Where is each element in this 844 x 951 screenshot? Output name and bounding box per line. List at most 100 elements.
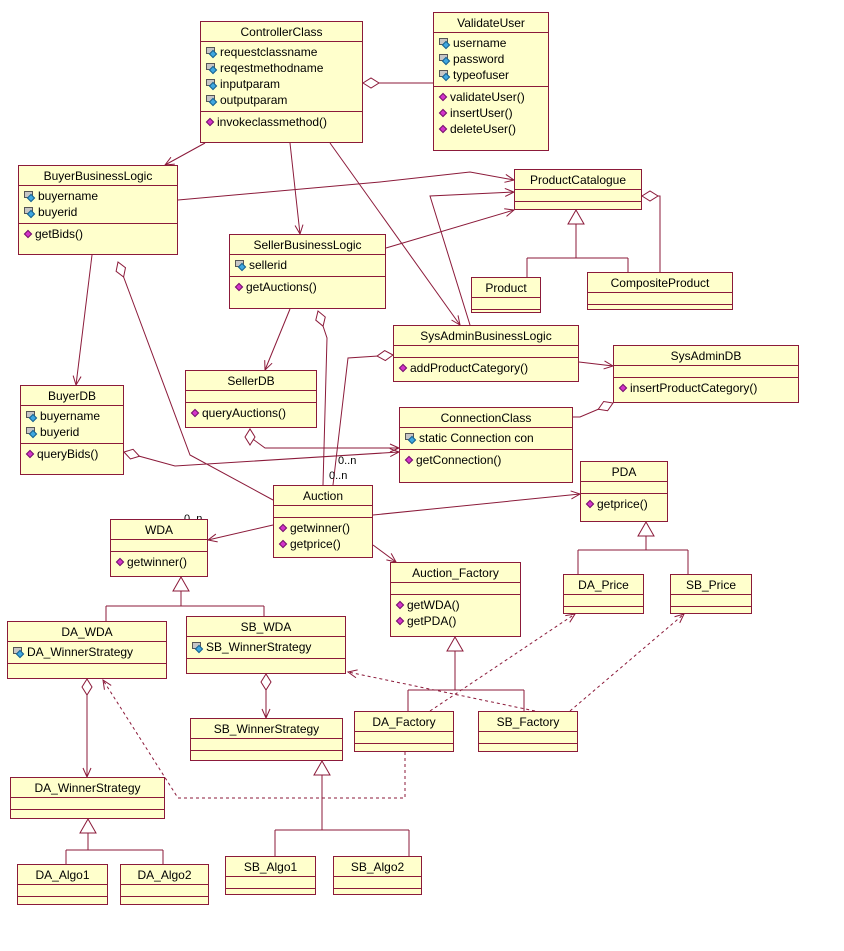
operation-label: getprice() [597, 497, 648, 511]
attribute-label: reqestmethodname [220, 61, 324, 75]
operation-icon [438, 108, 448, 118]
auction-to-wda-arrowhead [206, 533, 218, 543]
operation-label: invokeclassmethod() [217, 115, 328, 129]
class-daalgo1: DA_Algo1 [17, 864, 108, 905]
operation-label: getWDA() [407, 598, 460, 612]
operations-section: invokeclassmethod() [201, 112, 362, 133]
operation-label: getConnection() [416, 453, 502, 467]
attributes-section [191, 739, 342, 751]
key-icon [407, 435, 417, 445]
class-sbfactory: SB_Factory [478, 711, 578, 752]
attribute-row: requestclassname [205, 44, 358, 60]
attribute-label: SB_WinnerStrategy [206, 640, 312, 654]
attribute-icon [404, 432, 418, 445]
operations-section [334, 889, 421, 900]
operation-row: getWDA() [395, 597, 516, 613]
operation-icon [395, 616, 405, 626]
operations-section [11, 810, 164, 821]
class-name: Auction_Factory [391, 563, 520, 583]
attribute-label: outputparam [220, 93, 288, 107]
auction-to-wda [207, 524, 274, 541]
operation-row: insertProductCategory() [618, 380, 794, 396]
class-productcatalogue: ProductCatalogue [514, 169, 642, 210]
operation-row: invokeclassmethod() [205, 114, 358, 130]
controller-to-buyerbl-arrowhead [163, 156, 175, 166]
operations-section: queryAuctions() [186, 403, 316, 424]
operation-row: queryAuctions() [190, 405, 312, 421]
attributes-section [479, 732, 577, 744]
class-sbalgo1: SB_Algo1 [225, 856, 316, 895]
controller-validateuser-aggregation-diamond [362, 77, 380, 89]
controller-to-sellerbl [289, 142, 301, 235]
auction-to-pda [372, 493, 581, 516]
key-icon [441, 56, 451, 66]
class-name: DA_WinnerStrategy [11, 778, 164, 798]
operation-row: queryBids() [25, 446, 119, 462]
attribute-icon [205, 94, 219, 107]
operation-row: addProductCategory() [398, 360, 574, 376]
attributes-section [472, 298, 540, 310]
attribute-row: SB_WinnerStrategy [191, 639, 341, 655]
attribute-label: DA_WinnerStrategy [27, 645, 134, 659]
attribute-icon [205, 46, 219, 59]
operations-section: getWDA()getPDA() [391, 595, 520, 632]
class-name: SB_WinnerStrategy [191, 719, 342, 739]
attribute-icon [438, 53, 452, 66]
buyerbl-to-buyerdb [75, 254, 93, 386]
operation-label: getwinner() [127, 555, 188, 569]
sellerdb-connection-aggregation-diamond [244, 428, 256, 446]
sellerbl-to-sellerdb [264, 308, 291, 371]
operation-row: getwinner() [278, 520, 368, 536]
key-icon [26, 193, 36, 203]
attribute-row: buyername [23, 188, 173, 204]
sellerbl-to-productcatalogue-arrowhead [504, 208, 516, 217]
attributes-section [121, 885, 208, 897]
auctionfactory-generalization-triangle [446, 635, 464, 652]
attributes-section [355, 732, 453, 744]
class-dawinner: DA_WinnerStrategy [10, 777, 165, 819]
attributes-section [614, 366, 798, 378]
attributes-section [186, 391, 316, 403]
key-icon [208, 97, 218, 107]
attributes-section [564, 595, 643, 607]
composite-aggregation [642, 195, 661, 272]
attributes-section: static Connection con [400, 428, 572, 450]
attribute-icon [438, 37, 452, 50]
operation-icon [618, 383, 628, 393]
class-name: ConnectionClass [400, 408, 572, 428]
dafactory-to-daprice-dependency-arrowhead [565, 613, 577, 623]
operations-section: getprice() [581, 494, 667, 515]
class-compositeproduct: CompositeProduct [587, 272, 733, 310]
class-sbprice: SB_Price [670, 574, 752, 614]
attributes-section [226, 877, 315, 889]
attribute-label: typeofuser [453, 68, 510, 82]
operation-row: deleteUser() [438, 121, 544, 137]
attribute-icon [438, 69, 452, 82]
operation-icon [404, 455, 414, 465]
attribute-icon [25, 410, 39, 423]
operation-row: getPDA() [395, 613, 516, 629]
operations-section: getwinner() [111, 552, 207, 573]
attribute-row: buyername [25, 408, 119, 424]
attribute-row: static Connection con [404, 430, 568, 446]
class-name: ValidateUser [434, 13, 548, 33]
attribute-icon [205, 78, 219, 91]
auction-to-auctionfactory [372, 544, 397, 563]
attribute-label: sellerid [249, 258, 288, 272]
class-name: DA_WDA [8, 622, 166, 642]
class-name: SellerDB [186, 371, 316, 391]
buyerbl-to-productcatalogue [177, 171, 515, 201]
attribute-label: buyername [38, 189, 99, 203]
attributes-section: sellerid [230, 255, 385, 277]
operation-icon [278, 523, 288, 533]
operation-row: getprice() [585, 496, 663, 512]
